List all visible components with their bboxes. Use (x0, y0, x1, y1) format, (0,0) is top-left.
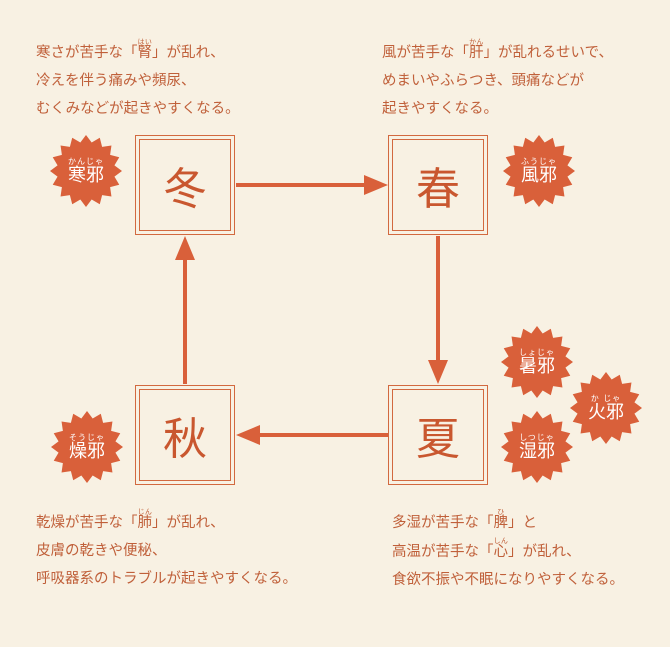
spring-label: 春 (416, 164, 460, 215)
starburst-shape (501, 326, 573, 398)
starburst-shape (501, 411, 573, 483)
spring-box: 春 (388, 135, 488, 235)
badge-shoja: しょじゃ暑邪 (500, 325, 574, 399)
badge-soja: そうじゃ燥邪 (50, 410, 124, 484)
starburst-shape (570, 372, 642, 444)
badge-fuja: ふうじゃ風邪 (502, 134, 576, 208)
spring-description: 風が苦手な「肝かん」が乱れるせいで、 めまいやふらつき、頭痛などが 起きやすくな… (382, 38, 613, 118)
winter-label: 冬 (163, 164, 207, 215)
winter-description: 寒さが苦手な「腎はい」が乱れ、 冷えを伴う痛みや頻尿、 むくみなどが起きやすくな… (36, 38, 240, 118)
starburst-icon (50, 135, 122, 207)
starburst-icon (51, 411, 123, 483)
starburst-shape (50, 135, 122, 207)
summer-box: 夏 (388, 385, 488, 485)
autumn-description: 乾燥が苦手な「肺じん」が乱れ、 皮膚の乾きや便秘、 呼吸器系のトラブルが起きやす… (36, 508, 297, 588)
arrowhead-left (236, 425, 260, 445)
starburst-shape (503, 135, 575, 207)
summer-label: 夏 (416, 414, 460, 465)
badge-kaja: か じゃ火邪 (569, 371, 643, 445)
summer-description: 多湿が苦手な「脾ひ」と 高温が苦手な「心しん」が乱れ、 食欲不振や不眠になりやす… (392, 508, 624, 589)
autumn-box: 秋 (135, 385, 235, 485)
arrowhead-up (175, 236, 195, 260)
autumn-label: 秋 (163, 414, 207, 465)
winter-box: 冬 (135, 135, 235, 235)
arrowhead-down (428, 360, 448, 384)
starburst-icon (501, 326, 573, 398)
starburst-icon (570, 372, 642, 444)
starburst-icon (501, 411, 573, 483)
badge-kanja: かんじゃ寒邪 (49, 134, 123, 208)
arrowhead-right (364, 175, 388, 195)
starburst-shape (51, 411, 123, 483)
badge-shitsuja: しつじゃ湿邪 (500, 410, 574, 484)
starburst-icon (503, 135, 575, 207)
